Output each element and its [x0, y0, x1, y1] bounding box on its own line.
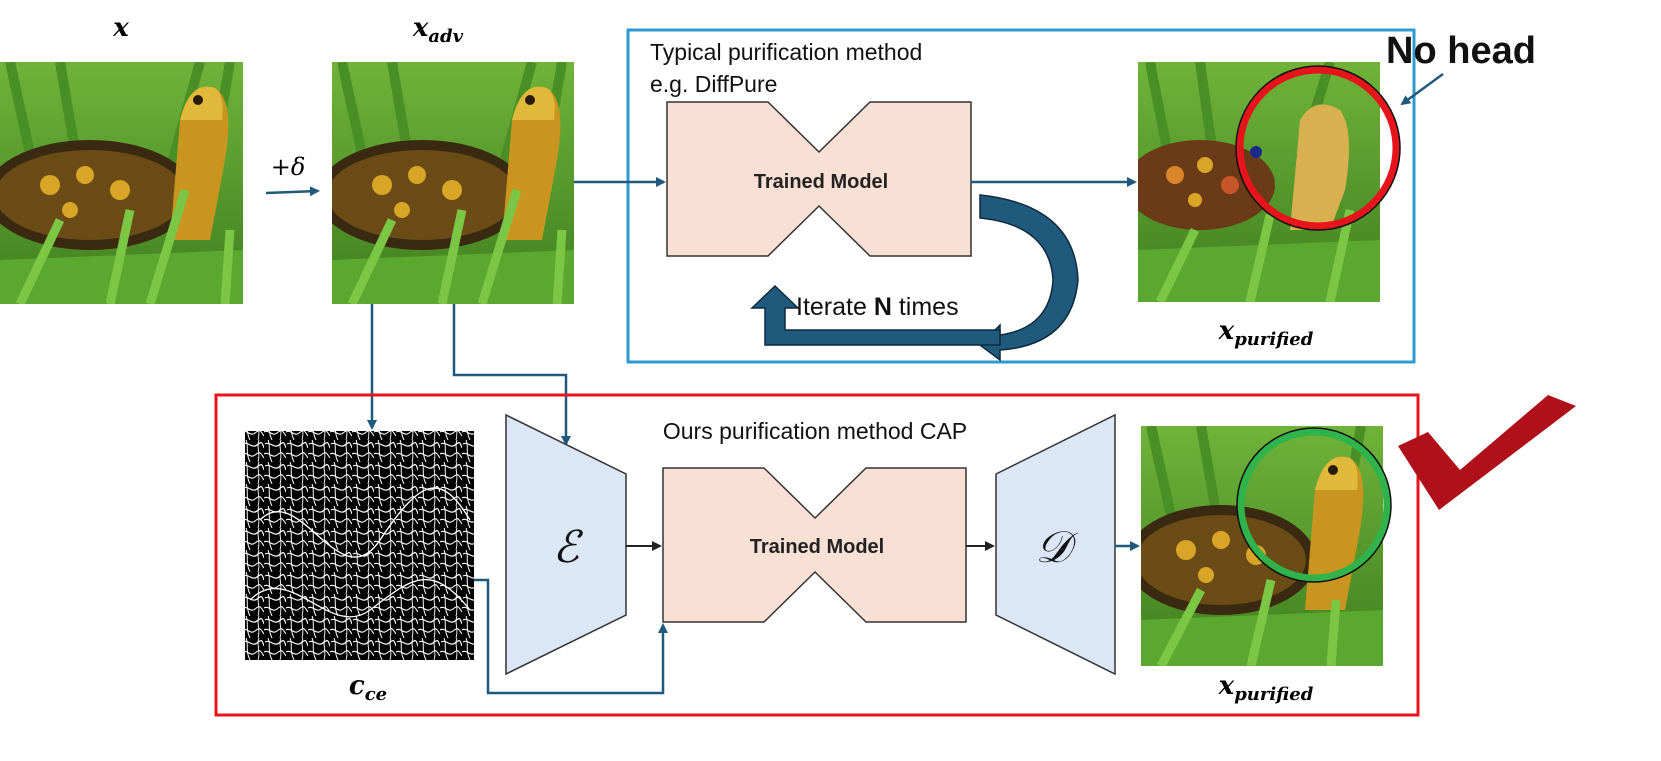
label-x-purified-top: xpurified: [1218, 316, 1314, 350]
label-x-adv: xadv: [412, 13, 464, 47]
label-x-clean: x: [112, 13, 129, 43]
no-head-circle-outline: [1235, 65, 1401, 231]
no-head-circle: [1236, 66, 1400, 230]
label-c-ce: cce: [349, 671, 387, 705]
arrow-edge-to-model: [474, 578, 668, 695]
purified-image-no-head: [1138, 62, 1380, 302]
iterate-label: Iterate N times: [796, 293, 959, 321]
cap-model-label: Trained Model: [750, 536, 884, 558]
label-x-purified-bottom: xpurified: [1218, 671, 1314, 705]
decoder-block: [995, 413, 1116, 676]
encoder-symbol: ℰ: [553, 522, 584, 573]
encoder-block: [505, 413, 627, 676]
no-head-pointer: [1400, 72, 1444, 106]
no-head-label: No head: [1386, 30, 1536, 72]
purified-image-cap: [1141, 426, 1383, 666]
typical-method-example: e.g. DiffPure: [650, 71, 777, 97]
label-perturbation: +δ: [271, 153, 306, 181]
typical-model-label: Trained Model: [754, 171, 888, 193]
clean-image: [0, 62, 243, 304]
cap-trained-model: [662, 467, 967, 623]
adversarial-image: [332, 62, 574, 304]
cap-method-title: Ours purification method CAP: [663, 418, 967, 444]
head-kept-circle: [1237, 428, 1391, 582]
typical-trained-model: [666, 101, 972, 257]
iterate-loop-arrow: [978, 194, 1079, 362]
typical-method-box: [626, 28, 1416, 364]
cap-method-box: [214, 393, 1420, 717]
arrow-adv-to-encoder: [452, 304, 571, 446]
arrow-perturb: [265, 186, 320, 197]
head-kept-circle-outline: [1236, 427, 1392, 583]
edge-map-image: [245, 431, 474, 660]
typical-method-title: Typical purification method: [650, 39, 922, 65]
checkmark-icon: [1398, 395, 1576, 510]
iterate-loop-arrow-tail: [750, 284, 1001, 346]
